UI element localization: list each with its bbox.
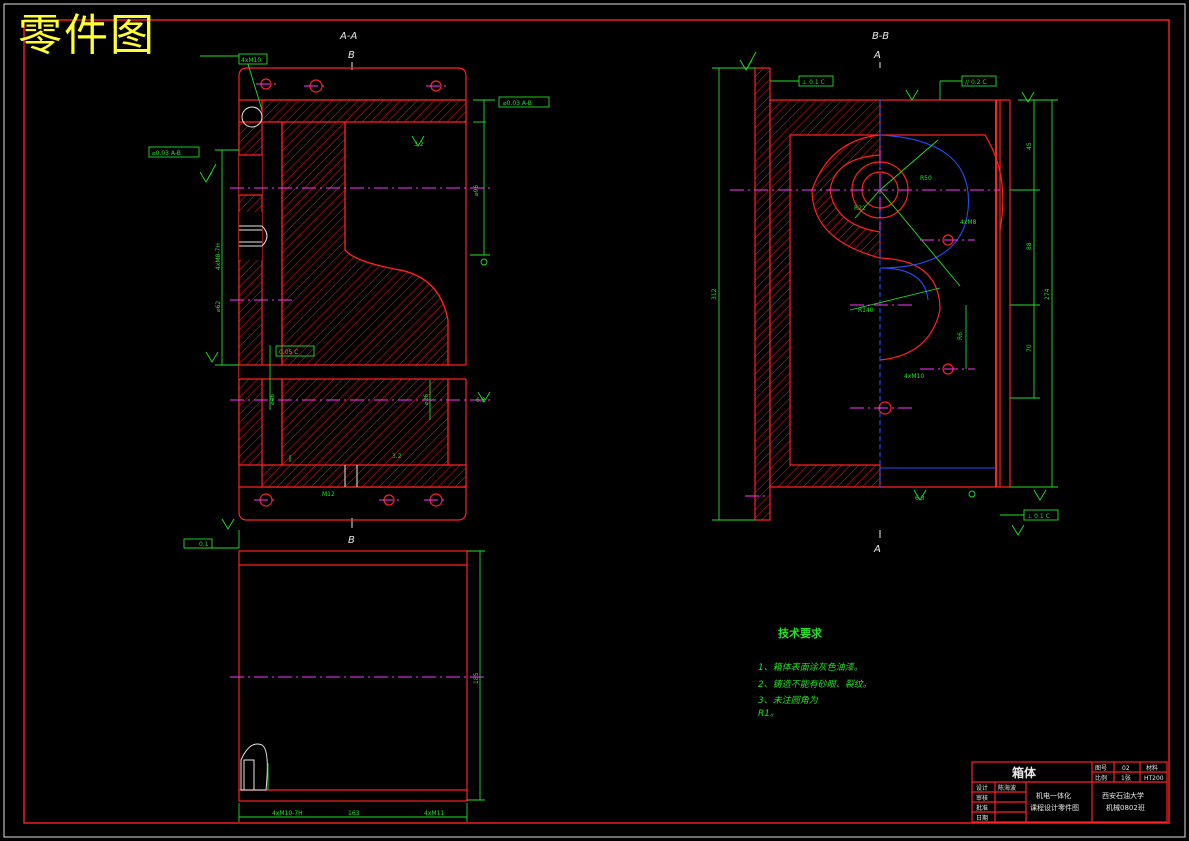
tech-item-1: 1、箱体表面涂灰色油漆。 [758,662,863,673]
school-name: 西安石油大学 [1102,791,1144,800]
dim-4m10: 4xM10 [904,373,924,380]
pos-tol-left: ⌀0.03 A-B [152,150,181,157]
drawing-no-label: 图号 [1095,765,1107,772]
course-line2: 课程设计零件图 [1030,803,1079,812]
course-line1: 机电一体化 [1036,791,1071,800]
cut-b-bottom: B [348,535,355,546]
dim-45: 45 [1026,142,1033,150]
aa-feature-frames: ⌀0.03 A-B ⌀0.03 A-B 0.05 C 4xM10 [148,53,550,357]
dim-70: 70 [1026,344,1033,352]
class-name: 机械0802班 [1106,803,1145,812]
holes-top-label: 4xM10 [241,57,261,64]
dim-r50: R50 [920,175,932,182]
dim-m12: M12 [322,491,335,498]
bottom-view: 185 163 4xM10-7H 4xM11 [230,550,485,822]
bb-perp-bottom: ⊥ 0.1 C [1027,513,1050,520]
tech-requirements: 技术要求 1、箱体表面涂灰色油漆。 2、铸造不能有砂眼、裂纹。 3、未注圆角为 … [758,626,872,719]
dim-bottom-thread2: 4xM11 [424,810,444,817]
material-label: 材料 [1146,764,1158,772]
dim-4m8: 4xM8 [960,219,977,226]
rough-32-b: 3.2 [392,453,402,460]
bb-feature-frames: ⊥ 0.1 C // 0.2 C ⊥ 0.1 C [770,75,1059,521]
dim-bottom-w: 163 [348,810,360,817]
flat-tol-bottom: 0.1 [199,541,209,548]
flatness-tol: 0.05 C [279,349,298,356]
cut-b-top: B [348,50,355,61]
drawing-no: 02 [1122,765,1130,772]
dim-274: 274 [1044,288,1051,300]
section-aa-view: A-A B B [148,31,550,549]
dim-312: 312 [711,288,718,300]
section-aa-label: A-A [339,31,357,42]
pos-tol-top: ⌀0.03 A-B [503,100,532,107]
dim-bottom-h: 185 [473,672,480,684]
aa-dimensions: 0.1 [183,99,495,549]
dim-dia96: ⌀96 [473,185,480,196]
role-design: 设计 [976,784,988,792]
title-block: 箱体 机电一体化 课程设计零件图 西安石油大学 机械0802班 设计 审核 批准… [971,761,1168,823]
scale-label: 比例 [1095,774,1107,782]
dim-r140: R140 [858,307,874,314]
rough-63-a: 6.3 [476,397,486,404]
cut-a-bottom: A [873,544,881,555]
inner-border [23,19,1170,824]
tech-item-4: R1。 [758,709,779,719]
tech-heading: 技术要求 [778,626,823,640]
page-title: 零件图 [18,10,156,61]
bb-dimensions: 312 45 88 70 274 R6 4xM8 4xM10 R140 R50 … [711,67,1058,521]
section-bb-view: B-B A A [480,31,1059,555]
bb-par-top: // 0.2 C [965,79,987,86]
dim-88: 88 [1026,242,1033,250]
part-name: 箱体 [1012,765,1037,780]
dim-dia26: ⌀26 [423,394,430,405]
dim-r6: R6 [957,332,964,340]
bb-perp-top: ⊥ 0.1 C [802,79,825,86]
dim-bottom-thread: 4xM10-7H [272,810,303,817]
dim-dia62: ⌀62 [215,301,222,312]
dim-thread-left: 4xM8-7H [215,243,222,270]
tech-item-2: 2、铸造不能有砂眼、裂纹。 [758,679,872,690]
role-approve: 批准 [976,804,988,812]
rough-63-b: 6.3 [915,495,925,502]
role-check: 审核 [976,794,988,802]
cut-a-top: A [873,50,881,61]
section-bb-label: B-B [872,31,889,42]
designer-name: 陈海波 [998,784,1016,792]
flange-bolt-holes [241,78,448,507]
material-value: HT200 [1144,775,1164,782]
sheet-count: 1张 [1121,774,1131,782]
outer-border [3,3,1186,838]
role-date: 日期 [976,814,988,822]
tech-item-3: 3、未注圆角为 [758,695,819,706]
dim-r22: R22 [854,205,866,212]
dim-dia46: ⌀46 [269,394,276,405]
